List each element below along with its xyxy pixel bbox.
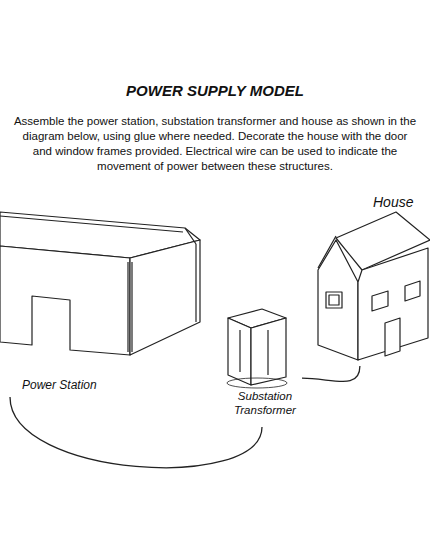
electrical-wire [10,397,262,468]
structure-label-box: House [305,194,427,366]
structure-label-box: Power Station [2,205,207,397]
instruction-text: Assemble the power station, substation t… [12,114,418,174]
structure-label: House [373,194,413,210]
structure-label-box: Substation Transformer [222,305,302,427]
page-title: POWER SUPPLY MODEL [0,82,430,99]
transformer-drawing [227,309,287,388]
electrical-wire [302,366,360,381]
house-drawing [318,212,430,360]
structure-label: Substation Transformer [230,389,300,417]
power-station-drawing [0,212,200,355]
structure-label: Power Station [22,378,97,392]
